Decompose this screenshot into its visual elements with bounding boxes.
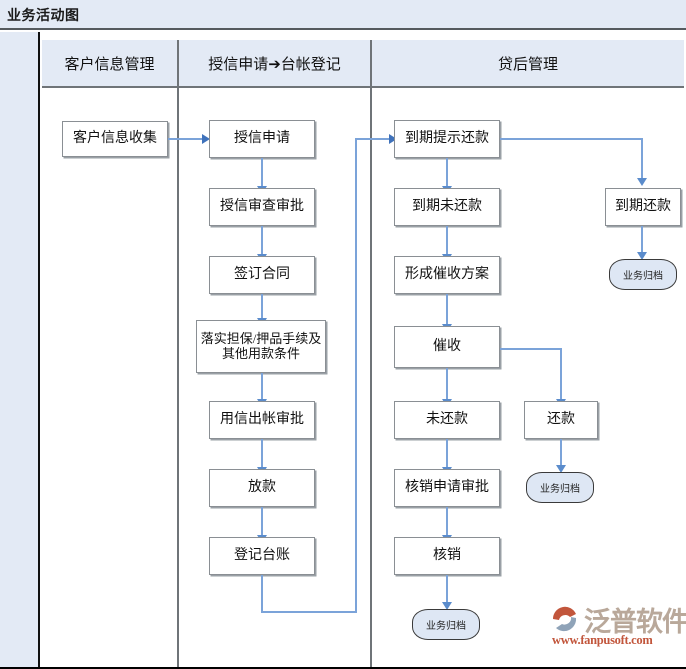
arrowhead-loop-to-due-reminder bbox=[389, 134, 397, 144]
left-spine-column bbox=[0, 32, 40, 667]
connector-contract-to-guarantee bbox=[261, 294, 263, 320]
node-due-unpaid[interactable]: 到期未还款 bbox=[394, 188, 500, 226]
connector-due-reminder-to-due-repaid-v bbox=[641, 138, 643, 180]
node-unpaid-label: 未还款 bbox=[426, 411, 468, 427]
node-credit-review-approval-label: 授信审查审批 bbox=[220, 198, 304, 214]
connector-application-to-review bbox=[261, 158, 263, 188]
connector-disbursement-to-ledger bbox=[261, 507, 263, 537]
arrowhead-repaid-to-archive bbox=[556, 465, 566, 473]
terminator-archive-repaid[interactable]: 业务归档 bbox=[526, 472, 594, 503]
lane-header-post-loan-label: 贷后管理 bbox=[497, 56, 558, 73]
connector-writeoff-approval-to-writeoff bbox=[446, 507, 448, 537]
node-customer-info-collection[interactable]: 客户信息收集 bbox=[62, 121, 168, 157]
connector-collection-to-application bbox=[168, 138, 203, 140]
node-form-collection-plan[interactable]: 形成催收方案 bbox=[394, 256, 500, 294]
node-repaid-label: 还款 bbox=[547, 411, 575, 427]
node-due-reminder-repayment-label: 到期提示还款 bbox=[405, 130, 489, 146]
node-due-reminder-repayment[interactable]: 到期提示还款 bbox=[394, 120, 500, 158]
fanpu-logo-brand: 泛普软件 bbox=[584, 607, 686, 637]
connector-credit-use-to-disbursement bbox=[261, 439, 263, 469]
node-disbursement[interactable]: 放款 bbox=[209, 469, 315, 507]
arrowhead-collection-to-application bbox=[202, 134, 210, 144]
node-due-unpaid-label: 到期未还款 bbox=[412, 198, 482, 214]
node-repaid[interactable]: 还款 bbox=[524, 401, 598, 439]
fanpu-logo-url: www.fanpusoft.com bbox=[552, 633, 653, 647]
node-unpaid[interactable]: 未还款 bbox=[394, 401, 500, 439]
connector-due-reminder-to-due-repaid-h bbox=[500, 138, 643, 140]
loop-segment-into-due-reminder bbox=[355, 138, 391, 140]
lane-header-customer-info-label: 客户信息管理 bbox=[64, 56, 155, 73]
connector-writeoff-to-archive bbox=[446, 575, 448, 604]
node-form-collection-plan-label: 形成催收方案 bbox=[405, 266, 489, 282]
lane-header-credit-application: 授信申请➔台帐登记 bbox=[177, 40, 370, 88]
connector-collection-to-unpaid bbox=[446, 368, 448, 401]
diagram-title-bar: 业务活动图 bbox=[0, 0, 686, 30]
node-credit-review-approval[interactable]: 授信审查审批 bbox=[209, 188, 315, 226]
arrowhead-due-reminder-to-due-repaid bbox=[637, 178, 647, 186]
connector-repaid-to-archive bbox=[560, 439, 562, 467]
terminator-archive-writeoff-label: 业务归档 bbox=[426, 621, 466, 632]
arrowhead-due-repaid-to-archive bbox=[637, 252, 647, 260]
node-credit-application-label: 授信申请 bbox=[234, 130, 290, 146]
lane-header-customer-info: 客户信息管理 bbox=[42, 40, 177, 88]
connector-due-repaid-to-archive bbox=[641, 226, 643, 254]
connector-due-reminder-to-due-unpaid bbox=[446, 158, 448, 188]
lane-divider-2 bbox=[370, 88, 372, 667]
fanpu-logo: 泛普软件 www.fanpusoft.com bbox=[550, 600, 686, 658]
connector-review-to-contract bbox=[261, 226, 263, 256]
node-disbursement-label: 放款 bbox=[248, 479, 276, 495]
terminator-archive-due-repaid[interactable]: 业务归档 bbox=[609, 259, 677, 290]
node-writeoff-application-approval-label: 核销申请审批 bbox=[405, 479, 489, 495]
node-sign-contract[interactable]: 签订合同 bbox=[209, 256, 315, 294]
connector-plan-to-collection bbox=[446, 294, 448, 326]
lane-divider-1 bbox=[177, 88, 179, 667]
node-collection-label: 催收 bbox=[433, 338, 461, 354]
node-writeoff-application-approval[interactable]: 核销申请审批 bbox=[394, 469, 500, 507]
node-writeoff-label: 核销 bbox=[433, 547, 461, 563]
node-register-ledger-label: 登记台账 bbox=[234, 547, 290, 563]
node-writeoff[interactable]: 核销 bbox=[394, 537, 500, 575]
loop-segment-right bbox=[261, 611, 357, 613]
node-collection[interactable]: 催收 bbox=[394, 326, 500, 368]
node-customer-info-collection-label: 客户信息收集 bbox=[73, 130, 157, 146]
node-implement-guarantee-label: 落实担保/押品手续及其他用款条件 bbox=[200, 330, 322, 361]
terminator-archive-writeoff[interactable]: 业务归档 bbox=[412, 609, 480, 640]
node-credit-use-approval[interactable]: 用信出帐审批 bbox=[209, 401, 315, 439]
connector-unpaid-to-writeoff-approval bbox=[446, 439, 448, 469]
terminator-archive-repaid-label: 业务归档 bbox=[540, 484, 580, 495]
page-title: 业务活动图 bbox=[7, 9, 80, 24]
node-due-repaid-label: 到期还款 bbox=[615, 198, 671, 214]
loop-segment-down bbox=[261, 575, 263, 613]
lane-header-post-loan: 贷后管理 bbox=[370, 40, 684, 88]
lane-header-credit-application-label: 授信申请➔台帐登记 bbox=[208, 56, 341, 73]
loop-segment-up bbox=[355, 138, 357, 613]
arrowhead-writeoff-to-archive bbox=[442, 602, 452, 610]
node-sign-contract-label: 签订合同 bbox=[234, 266, 290, 282]
node-credit-use-approval-label: 用信出帐审批 bbox=[220, 411, 304, 427]
node-due-repaid[interactable]: 到期还款 bbox=[605, 188, 681, 226]
connector-collection-to-repaid-v bbox=[560, 348, 562, 401]
node-credit-application[interactable]: 授信申请 bbox=[209, 120, 315, 158]
node-implement-guarantee[interactable]: 落实担保/押品手续及其他用款条件 bbox=[196, 320, 326, 373]
connector-due-unpaid-to-plan bbox=[446, 226, 448, 256]
node-register-ledger[interactable]: 登记台账 bbox=[209, 537, 315, 575]
fanpu-logo-mark-icon bbox=[552, 606, 577, 632]
connector-collection-to-repaid-h bbox=[500, 348, 562, 350]
terminator-archive-due-repaid-label: 业务归档 bbox=[623, 271, 663, 282]
connector-guarantee-to-credit-use bbox=[261, 373, 263, 401]
